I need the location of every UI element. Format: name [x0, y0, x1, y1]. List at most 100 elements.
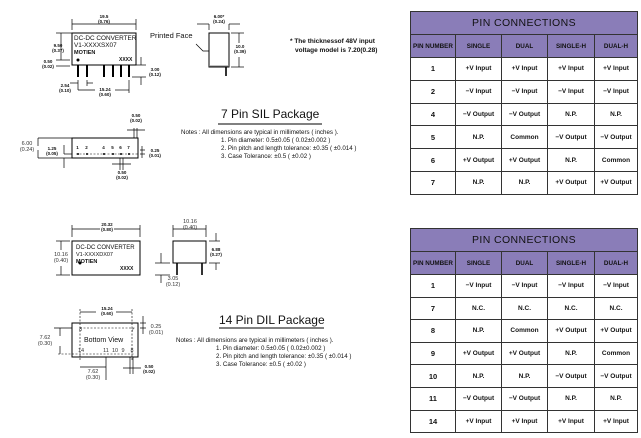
dil-row-mm: 7.62: [39, 335, 51, 341]
col-header-pin-number: PIN NUMBER: [410, 34, 456, 58]
col-header-single: SINGLE: [455, 34, 502, 58]
dil-edge-dim: 0.25 (0.01): [147, 324, 165, 336]
sil-span-in: (0.60): [99, 92, 111, 97]
sil-depth-mm: 6.00: [21, 141, 33, 147]
sil-pin-dia-top-in: (0.02): [130, 118, 142, 123]
cell-single: N.P.: [455, 364, 502, 388]
thickness-note-line1: * The thicknessof 48V input: [290, 38, 375, 45]
dil-pitch-in: (0.30): [85, 375, 101, 381]
dil-edge-in: (0.01): [148, 330, 164, 336]
sil-pin-offset-in: (0.05): [46, 151, 58, 156]
col-header-single-h: SINGLE-H: [547, 34, 595, 58]
cell-single: N.P.: [455, 319, 502, 343]
dil-row-in: (0.30): [37, 341, 53, 347]
sil-pin-dia-top-mm: 0.50: [131, 113, 141, 118]
dil-pin-num: 8: [78, 327, 83, 333]
cell-dual-h: N.P.: [594, 102, 638, 127]
dil-note-item: 2. Pin pitch and length tolerance: ±0.35…: [216, 353, 352, 360]
sil-note-item: 2. Pin pitch and length tolerance: ±0.35…: [221, 145, 357, 152]
sil-depth-dim: 6.00 (0.24): [16, 141, 38, 153]
sil-pin-dia-top-dim: 0.50 (0.02): [126, 113, 146, 123]
dil-pin-num: 8: [130, 348, 134, 354]
dil-side-width-mm: 10.16: [183, 219, 197, 225]
dil-top-body: [71, 240, 141, 276]
sil-width-in: (0.76): [98, 19, 110, 24]
dil-notes: Notes : All dimensions are typical in mi…: [176, 337, 351, 369]
cell-single-h: N.P.: [547, 386, 595, 411]
sil-pin-num: 4: [102, 145, 105, 150]
sil-notes-intro: Notes : All dimensions are typical in mi…: [181, 129, 339, 136]
cell-dual: +V Output: [501, 341, 548, 366]
dil-span-mm: 15.24: [101, 306, 113, 311]
cell-pin-number: 9: [410, 341, 456, 366]
sil-standoff-in: (0.02): [42, 64, 54, 69]
sil-pitch-in: (0.10): [59, 88, 71, 93]
cell-pin-number: 14: [410, 409, 456, 434]
dil-side-width-dim: 10.16 (0.40): [178, 219, 202, 231]
dil-side-height-dim: 6.88 (0.27): [207, 247, 225, 257]
dil-label-line1: DC-DC CONVERTER: [76, 245, 135, 251]
cell-dual-h: −V Output: [594, 364, 638, 388]
dil-pin-num: 14: [77, 348, 85, 354]
sil-side-body: [208, 32, 230, 68]
thickness-note-line2: voltage model is 7.20(0.28): [295, 46, 378, 54]
dil-width-mm: 20.32: [101, 222, 113, 227]
cell-dual: −V Output: [501, 386, 548, 411]
sil-bottom-body: [71, 137, 139, 159]
cell-pin-number: 1: [410, 57, 456, 81]
sil-side-width-in: (0.24): [213, 19, 225, 24]
cell-single-h: −V Output: [547, 364, 595, 388]
sil-span-dim: 15.24 (0.60): [94, 87, 116, 97]
sil-label-line2: V1-XXXXSX07: [74, 42, 117, 49]
cell-pin-number: 2: [410, 79, 456, 104]
sil-pin-num: 7: [127, 145, 130, 150]
cell-pin-number: 1: [410, 274, 456, 298]
dil-pin-num: 10: [111, 348, 119, 354]
sil-height-dim: 9.50 (0.37): [46, 43, 70, 53]
dil-bottom-body: [71, 322, 139, 358]
dil-pinlen-dim: 3.05 (0.12): [163, 276, 183, 288]
cell-single-h: N.C.: [547, 296, 595, 321]
cell-pin-number: 8: [410, 319, 456, 343]
sil-label-line1: DC-DC CONVERTER: [74, 35, 137, 42]
dil-label-line3: MOTIEN: [76, 259, 98, 265]
cell-pin-number: 5: [410, 125, 456, 150]
sil-standoff-mm: 0.50: [43, 59, 53, 64]
sil-pin-num: 5: [111, 145, 114, 150]
col-header-dual-h: DUAL-H: [594, 34, 638, 58]
sil-pitch-mm: 2.54: [60, 83, 70, 88]
cell-dual: −V Output: [501, 102, 548, 127]
sil-edge-dim: 0.25 (0.01): [146, 148, 164, 158]
cell-pin-number: 7: [410, 170, 456, 195]
cell-dual-h: +V Input: [594, 57, 638, 81]
cell-single-h: −V Input: [547, 79, 595, 104]
cell-single: N.P.: [455, 125, 502, 150]
dil-side-width-in: (0.40): [182, 225, 198, 231]
cell-single: −V Output: [455, 386, 502, 411]
cell-single-h: +V Output: [547, 319, 595, 343]
sil-height-mm: 9.50: [53, 43, 63, 48]
col-header-single: SINGLE: [455, 251, 502, 275]
dil-pitch-mm: 7.62: [87, 369, 99, 375]
dil-note-item: 1. Pin diameter: 0.5±0.05 ( 0.02±0.002 ): [216, 345, 326, 352]
cell-dual-h: −V Input: [594, 274, 638, 298]
table-row: 1−V Input−V Input−V Input−V Input: [410, 274, 638, 298]
col-header-dual: DUAL: [501, 34, 548, 58]
pin-connections-table-sil: PIN CONNECTIONS PIN NUMBER SINGLE DUAL S…: [410, 11, 638, 195]
dil-pin-num: 9: [121, 348, 125, 354]
dil-row-dim: 7.62 (0.30): [34, 335, 56, 347]
cell-single: N.C.: [455, 296, 502, 321]
sil-note-item: 1. Pin diameter: 0.5±0.05 ( 0.02±0.002 ): [221, 137, 331, 144]
sil-standoff-dim: 0.50 (0.02): [36, 59, 60, 69]
cell-dual-h: −V Output: [594, 125, 638, 150]
cell-dual-h: +V Input: [594, 409, 638, 434]
sil-pin-num: 1: [76, 145, 79, 150]
dil-pin-dia-dim: 0.50 (0.02): [141, 364, 157, 374]
table-title: PIN CONNECTIONS: [410, 228, 638, 252]
